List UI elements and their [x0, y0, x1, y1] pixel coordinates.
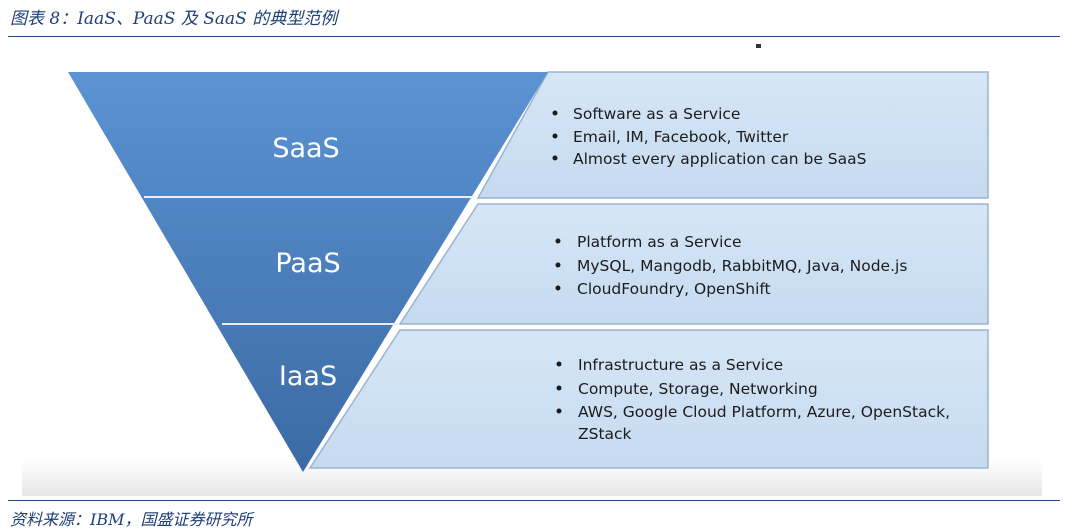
paas-bullet: Platform as a Service [577, 233, 742, 251]
paas-bullet: CloudFoundry, OpenShift [577, 280, 771, 298]
iaas-bullet: Compute, Storage, Networking [578, 380, 818, 398]
paas-label: PaaS [275, 248, 340, 279]
bullet-dot [552, 133, 558, 139]
bullet-dot [555, 285, 561, 291]
iaas-bullet-continuation: ZStack [578, 425, 632, 443]
bullet-dot [556, 385, 562, 391]
source-rule [8, 500, 1060, 501]
caption-rule [8, 36, 1060, 37]
saas-bullet: Almost every application can be SaaS [573, 150, 866, 168]
paas-bullet: MySQL, Mangodb, RabbitMQ, Java, Node.js [577, 257, 907, 275]
iaas-bullet: Infrastructure as a Service [578, 356, 783, 374]
figure-source: 资料来源：IBM，国盛证券研究所 [10, 510, 253, 529]
speck-mark [756, 44, 761, 48]
figure-caption: 图表 8：IaaS、PaaS 及 SaaS 的典型范例 [10, 9, 338, 29]
service-model-triangle [68, 72, 548, 472]
iaas-label: IaaS [279, 361, 337, 392]
saas-bullet: Software as a Service [573, 105, 740, 123]
bullet-dot [555, 238, 561, 244]
bullet-dot [555, 262, 561, 268]
iaas-panel [308, 329, 989, 469]
bullet-dot [552, 110, 558, 116]
bullet-dot [556, 408, 562, 414]
bullet-dot [552, 155, 558, 161]
bullet-dot [556, 361, 562, 367]
saas-panel [476, 71, 989, 199]
saas-label: SaaS [272, 133, 339, 164]
paas-panel [398, 203, 989, 325]
iaas-bullet: AWS, Google Cloud Platform, Azure, OpenS… [578, 403, 950, 421]
saas-bullet: Email, IM, Facebook, Twitter [573, 128, 789, 146]
